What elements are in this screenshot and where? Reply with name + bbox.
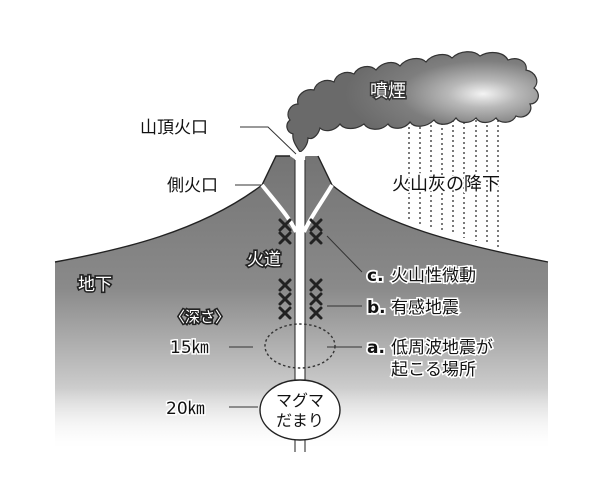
summit-crater-label: 山頂火口 xyxy=(140,118,208,138)
item-a-text-line1: 低周波地震が xyxy=(391,338,493,358)
flank-crater-label: 側火口 xyxy=(167,176,218,196)
depth-20km-label: 20㎞ xyxy=(166,399,205,419)
item-a-text-line2: 起こる場所 xyxy=(391,360,476,380)
leader-lines xyxy=(229,126,363,408)
depth-header-label: 〈深さ〉 xyxy=(170,308,230,326)
magma-chamber xyxy=(259,379,341,441)
flank-conduit xyxy=(260,183,298,233)
magma-chamber-label-line1: マグマ xyxy=(276,391,324,410)
low-frequency-zone xyxy=(264,323,336,369)
smoke-cloud xyxy=(286,51,539,153)
item-c-letter: c. xyxy=(367,266,384,286)
depth-15km-label: 15㎞ xyxy=(170,338,209,358)
item-c-text: 火山性微動 xyxy=(391,266,476,286)
conduit xyxy=(295,152,305,452)
item-a-letter: a. xyxy=(367,338,385,358)
item-b-letter: b. xyxy=(367,298,386,318)
smoke-label: 噴煙 xyxy=(370,81,406,102)
conduit-label: 火道 xyxy=(247,250,281,270)
ash-fall-lines xyxy=(408,100,499,247)
item-b-text: 有感地震 xyxy=(391,298,459,318)
tremor-marks xyxy=(278,218,323,320)
underground-label: 地下 xyxy=(78,275,112,295)
magma-chamber-label-line2: だまり xyxy=(276,411,324,430)
ash-fall-label: 火山灰の降下 xyxy=(392,174,500,195)
